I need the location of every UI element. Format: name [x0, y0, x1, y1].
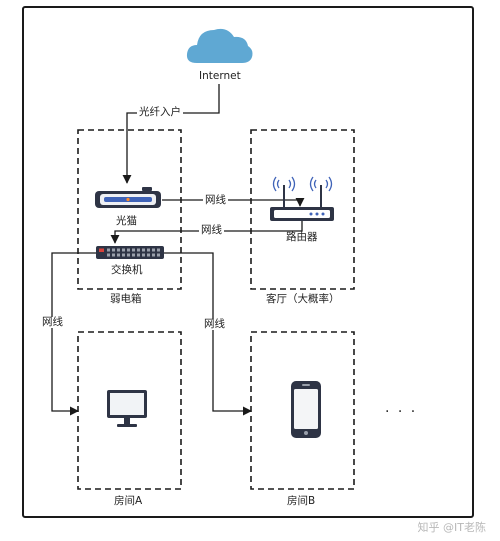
- fiber-connection: [122, 84, 220, 184]
- internet-label: Internet: [199, 70, 241, 82]
- room-b-cable-label: 网线: [202, 318, 227, 330]
- switch-icon: [96, 246, 164, 259]
- switch-room-a-connection: [51, 252, 96, 416]
- switch-label: 交换机: [111, 264, 143, 276]
- ellipsis-label: · · ·: [385, 404, 418, 420]
- modem-label: 光猫: [116, 215, 137, 227]
- router-icon: [270, 176, 334, 221]
- room-b-label: 房间B: [287, 495, 316, 507]
- modem-icon: [95, 187, 161, 208]
- weak-box-zone: [77, 129, 182, 290]
- modem-router-cable-label: 网线: [203, 194, 228, 206]
- weak-box-label: 弱电箱: [110, 293, 142, 305]
- room-a-label: 房间A: [114, 495, 143, 507]
- cloud-icon: [186, 28, 253, 63]
- router-switch-cable-label: 网线: [199, 224, 224, 236]
- fiber-label: 光纤入户: [137, 106, 183, 118]
- monitor-icon: [107, 390, 147, 427]
- diagram-frame: [22, 6, 474, 518]
- router-label: 路由器: [286, 231, 318, 243]
- living-room-label: 客厅（大概率）: [266, 293, 340, 305]
- phone-icon: [291, 381, 321, 438]
- living-room-zone: [250, 129, 355, 290]
- switch-room-b-connection: [164, 252, 252, 416]
- modem-router-connection: [162, 197, 305, 207]
- room-a-cable-label: 网线: [40, 316, 65, 328]
- watermark: 知乎 @IT老陈: [417, 521, 486, 534]
